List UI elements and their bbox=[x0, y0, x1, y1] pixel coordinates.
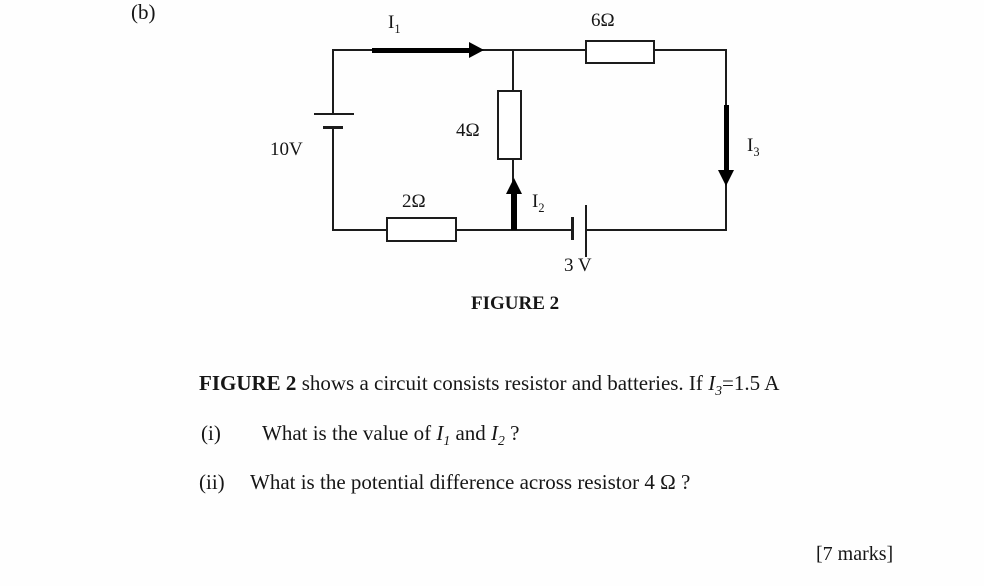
current-i2-arrowhead-icon bbox=[506, 178, 522, 194]
resistor-6ohm bbox=[585, 40, 655, 64]
resistor-4ohm bbox=[497, 90, 522, 160]
var-i3: I3 bbox=[708, 371, 723, 399]
battery-3v-long-plate-icon bbox=[585, 205, 587, 257]
marks-label: [7 marks] bbox=[816, 543, 894, 565]
wire-top bbox=[333, 49, 727, 51]
resistor-2ohm bbox=[386, 217, 457, 242]
question-i-numeral: (i) bbox=[201, 421, 221, 445]
current-i1-arrowhead-icon bbox=[469, 42, 484, 58]
current-i1-arrow-icon bbox=[372, 48, 470, 53]
part-label: (b) bbox=[131, 0, 156, 24]
resistor-2ohm-label: 2Ω bbox=[402, 191, 426, 212]
current-i2-label: I2 bbox=[532, 191, 545, 215]
current-i3-arrowhead-icon bbox=[718, 170, 734, 186]
resistor-6ohm-label: 6Ω bbox=[591, 10, 615, 31]
var-i2: I2 bbox=[491, 421, 505, 449]
current-i2-arrow-icon bbox=[511, 193, 517, 230]
figure-reference: FIGURE 2 bbox=[199, 371, 297, 395]
wire-left-lower bbox=[332, 127, 334, 231]
battery-3v-label: 3 V bbox=[564, 255, 592, 276]
question-i-text: What is the value of I1 and I2 ? bbox=[262, 421, 520, 449]
wire-left-upper bbox=[332, 49, 334, 115]
question-ii-numeral: (ii) bbox=[199, 470, 225, 494]
resistor-4ohm-label: 4Ω bbox=[456, 120, 480, 141]
question-ii-text: What is the potential difference across … bbox=[250, 470, 691, 494]
var-i1: I1 bbox=[436, 421, 451, 449]
question-intro: FIGURE 2 shows a circuit consists resist… bbox=[199, 371, 780, 399]
current-i3-label: I3 bbox=[747, 135, 760, 159]
battery-3v-short-plate-icon bbox=[571, 217, 574, 240]
battery-10v-label: 10V bbox=[270, 139, 303, 160]
figure-caption: FIGURE 2 bbox=[471, 293, 560, 314]
current-i3-arrow-icon bbox=[724, 105, 729, 171]
battery-10v-long-plate-icon bbox=[314, 113, 354, 115]
current-i1-label: I1 bbox=[388, 12, 401, 36]
wire-bottom-right bbox=[586, 229, 727, 231]
battery-10v-short-plate-icon bbox=[323, 126, 343, 129]
